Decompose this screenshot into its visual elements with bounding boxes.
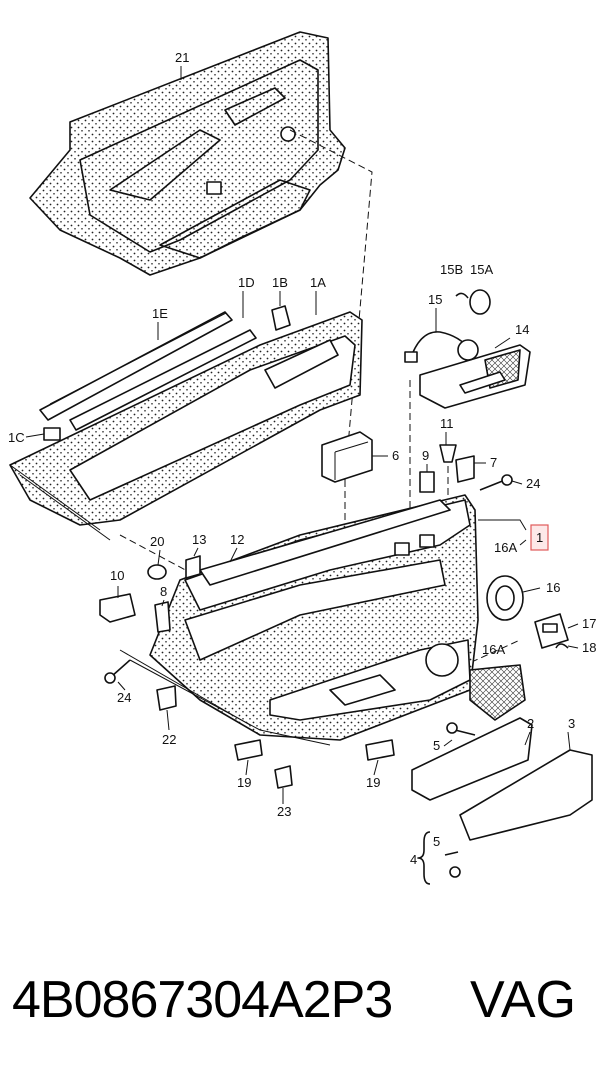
callout-5-screw: 5 [433,738,440,753]
part-8-clip [154,601,171,633]
part-5-screw [446,722,476,736]
part-17-switch [534,613,569,649]
callout-1B: 1B [272,275,288,290]
part-19-left-clip [234,739,263,761]
callout-15B: 15B [440,262,463,277]
part-16-speaker [486,575,524,621]
callout-13: 13 [192,532,206,547]
callout-6: 6 [392,448,399,463]
callout-19-right: 19 [366,775,380,790]
part-24-screw-top [479,474,513,491]
footer: 4B0867304A2P3 VAG [0,960,600,1060]
callout-7: 7 [490,455,497,470]
callout-21: 21 [175,50,189,65]
callout-19-left: 19 [237,775,251,790]
part-1-door-panel [119,494,479,746]
callout-24-top: 24 [526,476,540,491]
callout-1A: 1A [310,275,326,290]
part-11-clip [439,444,457,463]
part-18-clip [555,643,569,649]
part-20-cap [147,564,167,580]
callout-1C: 1C [8,430,25,445]
callout-16A: 16A [494,540,517,555]
callout-8: 8 [160,584,167,599]
part-6-insert [321,431,373,483]
callout-1: 1 [536,530,543,545]
callout-2: 2 [527,716,534,731]
part-22-bracket [156,685,177,711]
callout-16A-lower: 16A [482,642,505,657]
part-16A-grille [469,664,526,721]
part-1C-clip [43,427,61,441]
callout-15A: 15A [470,262,493,277]
callout-11: 11 [440,416,454,431]
callout-15: 15 [428,292,442,307]
part-1D-strip [69,329,257,431]
callout-12: 12 [230,532,244,547]
part-7-bracket [455,455,475,483]
leader-lines [25,66,579,804]
callout-18: 18 [582,640,596,655]
callout-17: 17 [582,616,596,631]
callout-1E: 1E [152,306,168,321]
highlight-box-1 [530,524,549,551]
part-1B-clip [271,305,291,331]
part-21-insulation [29,31,346,276]
part-15B-spring [455,292,469,299]
exploded-parts-diagram: 21 1D 1B 1A 1E 1C 15B 15A 15 14 11 6 9 7… [8,31,596,885]
callout-16: 16 [546,580,560,595]
part-13-clip [185,555,201,579]
callout-4: 4 [410,852,417,867]
part-15A-cap [469,289,491,315]
brand-text: VAG [470,971,576,1029]
part-10-bracket [99,593,136,623]
callout-1D: 1D [238,275,255,290]
callout-9: 9 [422,448,429,463]
callout-5-kit: 5 [433,834,440,849]
callout-20: 20 [150,534,164,549]
callout-labels: 21 1D 1B 1A 1E 1C 15B 15A 15 14 11 6 9 7… [8,50,596,867]
part-number-text: 4B0867304A2P3 [12,971,393,1029]
part-4-kit [417,831,461,885]
callout-3: 3 [568,716,575,731]
part-9-bracket [419,471,435,493]
callout-23: 23 [277,804,291,819]
part-1A-upper-trim [9,311,363,541]
part-2-bracket [411,717,533,801]
part-1E-strip [39,311,233,421]
callout-24-lower: 24 [117,690,131,705]
part-12-wood-trim [199,499,451,586]
callout-22: 22 [162,732,176,747]
part-14-handle-bezel [419,344,531,409]
part-23-clip [274,765,293,789]
part-15-cable [404,331,479,363]
callout-14: 14 [515,322,529,337]
part-24-screw-lower [104,659,131,684]
part-19-right-clip [365,739,395,761]
callout-10: 10 [110,568,124,583]
